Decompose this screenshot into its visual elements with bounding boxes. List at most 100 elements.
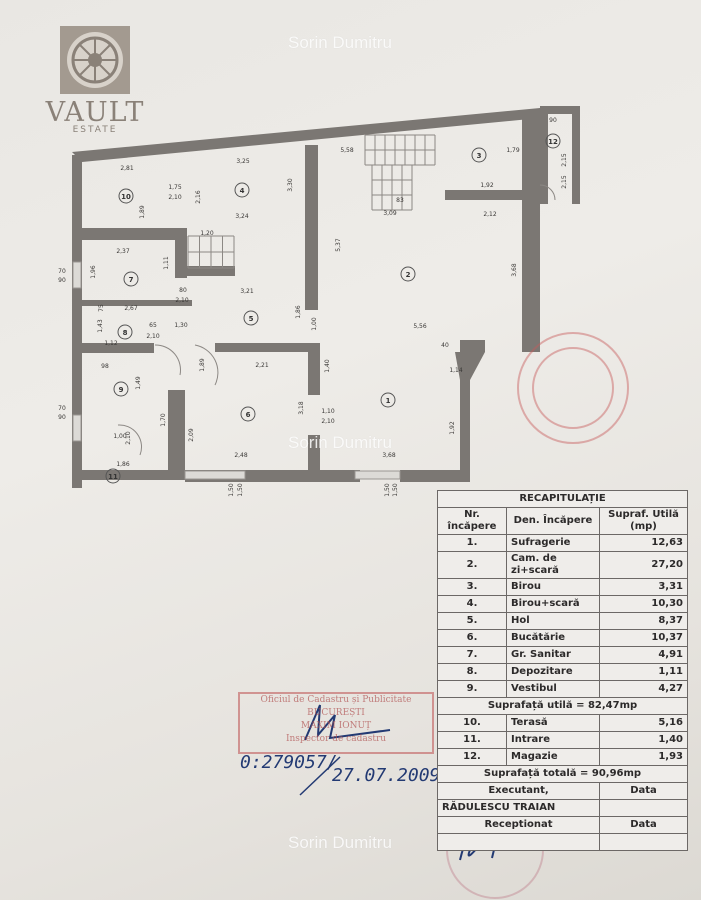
dimension-label: 2,15: [561, 153, 568, 167]
cell-area: 3,31: [599, 578, 688, 596]
dimension-label: 2,10: [321, 418, 335, 425]
dimension-label: 1,12: [104, 340, 118, 347]
dimension-label: 5,58: [340, 147, 354, 154]
cell-area: 10,37: [599, 629, 688, 647]
logo-sub: ESTATE: [72, 125, 118, 135]
received-label: Receptionat: [437, 816, 600, 834]
dimension-label: 90: [58, 414, 66, 421]
stairs: [187, 134, 436, 269]
room-number-1: 1: [380, 392, 396, 408]
useful-total: Suprafață utilă = 82,47mp: [437, 697, 688, 715]
dimension-label: 1,30: [174, 322, 188, 329]
cell-name: Terasă: [506, 714, 600, 732]
dimension-label: 1,11: [163, 256, 170, 270]
dimension-label: 75: [98, 304, 105, 312]
cell-area: 12,63: [599, 534, 688, 552]
dimension-label: 1,00: [113, 433, 127, 440]
room-number-5: 5: [243, 310, 259, 326]
grand-total: Suprafață totală = 90,96mp: [437, 765, 688, 783]
dimension-label: 1,86: [295, 305, 302, 319]
cell-area: 4,27: [599, 680, 688, 698]
dimension-label: 98: [101, 363, 109, 370]
dimension-label: 3,30: [287, 178, 294, 192]
dimension-label: 80: [179, 287, 187, 294]
cell-name: Bucătărie: [506, 629, 600, 647]
cell-nr: 8.: [437, 663, 507, 681]
room-number-text: 10: [121, 193, 131, 201]
dimension-label: 3,24: [235, 213, 249, 220]
room-number-text: 1: [386, 397, 391, 405]
header-name: Den. Încăpere: [506, 507, 600, 535]
dimension-label: 1,86: [116, 461, 130, 468]
stamp-line: BUCUREȘTI: [307, 708, 365, 718]
cell-area: 8,37: [599, 612, 688, 630]
dimension-label: 3,21: [240, 288, 254, 295]
header-area: Supraf. Utilă (mp): [599, 507, 688, 535]
room-number-text: 6: [246, 411, 251, 419]
stamp-line: MAXIM IONUȚ: [300, 721, 372, 731]
dimension-label: 2,37: [116, 248, 130, 255]
dimension-label: 2,15: [561, 175, 568, 189]
dimension-label: 1,14: [449, 367, 463, 374]
dimension-label: 1,00: [311, 317, 318, 331]
cell-name: Intrare: [506, 731, 600, 749]
dimension-label: 90: [549, 117, 557, 124]
dimension-label: 40: [441, 342, 449, 349]
cell-name: Magazie: [506, 748, 600, 766]
dimension-label: 1,50: [237, 483, 244, 497]
dimension-label: 65: [149, 322, 157, 329]
dimension-label: 1,50: [392, 483, 399, 497]
cell-name: Vestibul: [506, 680, 600, 698]
room-number-text: 9: [119, 386, 124, 394]
stamp-line: Oficiul de Cadastru și Publicitate: [260, 695, 412, 705]
dimension-label: 3,25: [236, 158, 250, 165]
room-number-7: 7: [123, 271, 139, 287]
stamp-line: Inspector de cadastru: [285, 734, 387, 744]
cell-nr: 9.: [437, 680, 507, 698]
cell-nr: 4.: [437, 595, 507, 613]
room-number-4: 4: [234, 182, 250, 198]
cell-name: Birou+scară: [506, 595, 600, 613]
cell-nr: 6.: [437, 629, 507, 647]
cell-nr: 12.: [437, 748, 507, 766]
room-number-text: 2: [406, 271, 411, 279]
cell-name: Sufragerie: [506, 534, 600, 552]
dimension-label: 2,16: [195, 190, 202, 204]
dimension-label: 1,50: [228, 483, 235, 497]
cell-nr: 10.: [437, 714, 507, 732]
room-number-8: 8: [117, 324, 133, 340]
cell-name: Depozitare: [506, 663, 600, 681]
cell-nr: 5.: [437, 612, 507, 630]
watermark-top: Sorin Dumitru: [288, 33, 392, 52]
dimension-label: 2,10: [175, 297, 189, 304]
vault-logo-icon: [60, 26, 130, 94]
room-number-text: 7: [129, 276, 134, 284]
cell-nr: 11.: [437, 731, 507, 749]
dimension-label: 2,67: [124, 305, 138, 312]
cell-area: 1,11: [599, 663, 688, 681]
handwritten-number: 0:279057/: [240, 752, 338, 773]
dimension-label: 5,37: [335, 238, 342, 252]
dimension-label: 3,68: [511, 263, 518, 277]
dimension-label: 2,10: [125, 431, 132, 445]
room-number-6: 6: [240, 406, 256, 422]
room-number-10: 10: [118, 188, 134, 204]
watermark-bottom: Sorin Dumitru: [288, 833, 392, 852]
windows: [72, 261, 401, 480]
dimension-label: 1,40: [324, 359, 331, 373]
executant-name: RĂDULESCU TRAIAN: [437, 799, 600, 817]
dimension-label: 1,50: [384, 483, 391, 497]
cell-name: Hol: [506, 612, 600, 630]
cell-area: 10,30: [599, 595, 688, 613]
received-date: [599, 833, 688, 851]
cell-nr: 2.: [437, 551, 507, 579]
cell-name: Birou: [506, 578, 600, 596]
